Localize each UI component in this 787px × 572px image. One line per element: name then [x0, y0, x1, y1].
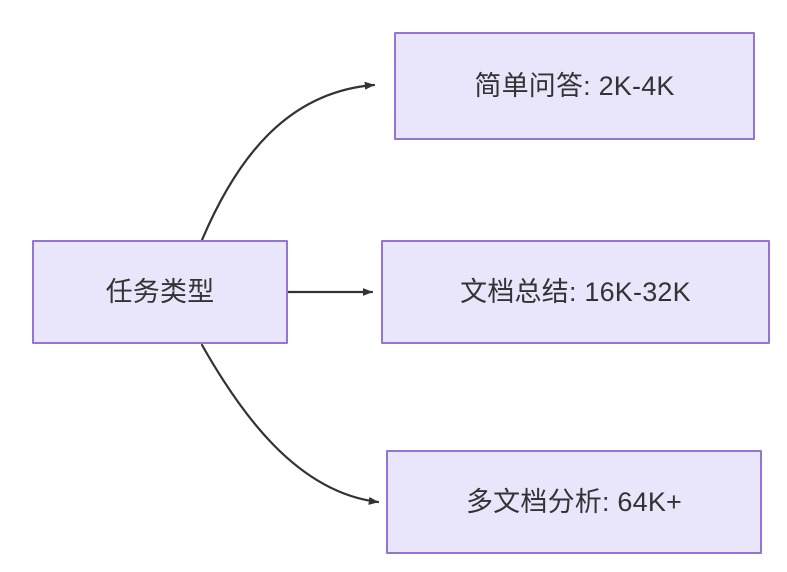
node-task-type[interactable]: 任务类型 — [32, 240, 288, 344]
node-simple-qa[interactable]: 简单问答: 2K-4K — [394, 32, 755, 140]
node-document-summary-label: 文档总结: 16K-32K — [460, 276, 691, 307]
edge-root-to-multi-doc — [200, 343, 380, 505]
node-multi-document-analysis[interactable]: 多文档分析: 64K+ — [386, 450, 762, 554]
node-document-summary[interactable]: 文档总结: 16K-32K — [381, 240, 770, 344]
node-task-type-label: 任务类型 — [105, 276, 215, 307]
edge-root-to-simple-qa — [200, 81, 376, 242]
node-simple-qa-label: 简单问答: 2K-4K — [474, 70, 675, 101]
node-multi-document-analysis-label: 多文档分析: 64K+ — [465, 486, 682, 517]
